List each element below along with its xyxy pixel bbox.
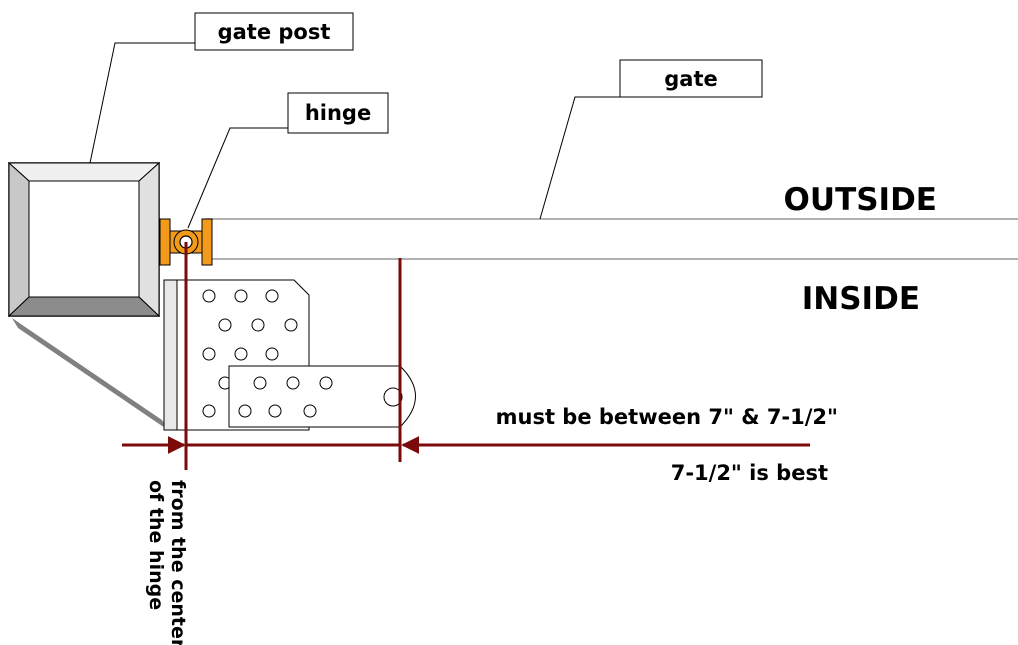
- inside-label: INSIDE: [802, 281, 920, 317]
- callout-leaders: [89, 42, 620, 229]
- dimension-lines: [122, 242, 810, 470]
- gate-post: [7, 161, 161, 318]
- callout-gate-post: gate post: [194, 12, 354, 51]
- callout-hinge: hinge: [287, 92, 389, 134]
- post-shadow: [12, 318, 168, 430]
- reference-line-2: of the hinge: [145, 480, 167, 610]
- outside-label: OUTSIDE: [784, 182, 937, 218]
- opener-arm: [228, 365, 416, 428]
- callout-gate: gate: [619, 59, 763, 98]
- gate-label: gate: [664, 67, 717, 91]
- reference-line-1: from the center: [167, 480, 189, 645]
- gate-post-label: gate post: [218, 20, 331, 44]
- measurement-best-text: 7-1/2" is best: [671, 461, 828, 485]
- reference-note: from the center of the hinge: [145, 480, 189, 645]
- measurement-range-text: must be between 7" & 7-1/2": [496, 405, 838, 429]
- hinge-label: hinge: [305, 101, 371, 125]
